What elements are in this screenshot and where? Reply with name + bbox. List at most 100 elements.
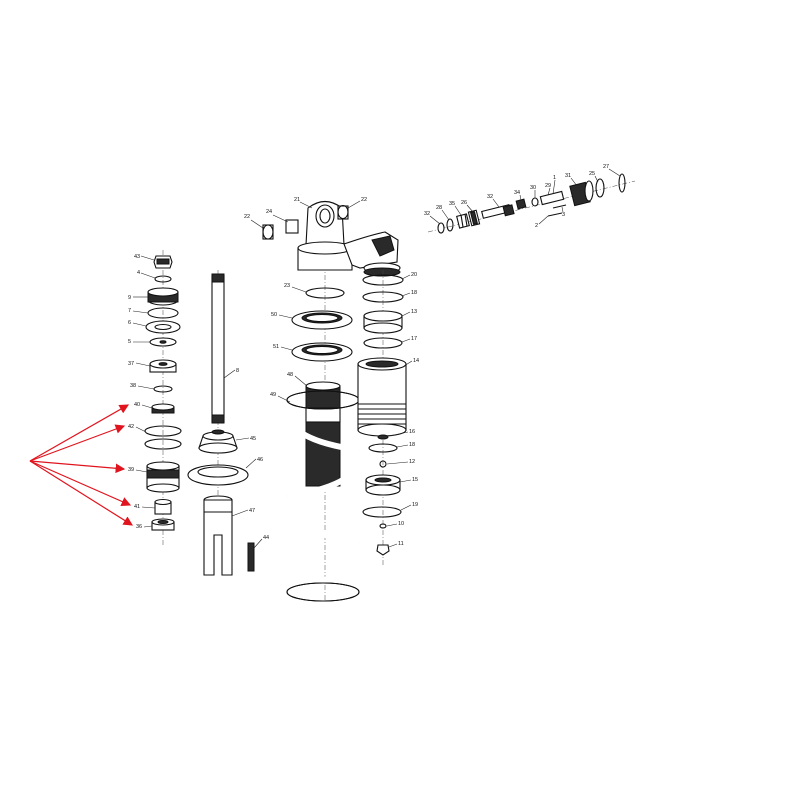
callout-50: 50: [271, 312, 277, 318]
callout-41: 41: [134, 504, 140, 510]
part-45-bumper: [198, 429, 238, 454]
part-51-lock-collar: [291, 342, 353, 362]
part-43-nut: [153, 255, 173, 269]
callout-35: 35: [449, 201, 455, 207]
callout-40: 40: [134, 402, 140, 408]
part-16-plug: [377, 434, 389, 440]
callout-30: 30: [530, 185, 536, 191]
body-spring-assembly: [262, 200, 401, 602]
callout-7: 7: [128, 308, 131, 314]
left-hardware-stack: [144, 250, 182, 545]
callout-42: 42: [128, 424, 134, 430]
part-10-oring: [379, 523, 387, 529]
part-1-body: [539, 190, 565, 206]
part-3-pin: [552, 204, 567, 209]
callout-2: 2: [535, 223, 538, 229]
callout-28: 28: [436, 205, 442, 211]
part-12-ball: [379, 460, 387, 468]
shaft-assembly: [187, 270, 255, 576]
callout-1: 1: [553, 175, 556, 181]
callout-13: 13: [411, 309, 417, 315]
part-13-seal: [363, 310, 403, 334]
highlight-arrows: [29, 404, 134, 526]
callout-17: 17: [411, 336, 417, 342]
part-41-spacer: [154, 498, 172, 515]
callout-14: 14: [413, 358, 419, 364]
part-18-ring: [362, 291, 404, 303]
left-callouts: 43 4 9 7 6 5 37 38 40 42 39 41 36: [128, 254, 156, 530]
callout-5: 5: [128, 339, 131, 345]
part-25-ring: [595, 178, 605, 198]
callout-15: 15: [412, 477, 418, 483]
callout-18: 18: [411, 290, 417, 296]
part-32-ball: [437, 222, 445, 234]
callout-19: 19: [412, 502, 418, 508]
callout-11: 11: [398, 541, 404, 547]
callout-45: 45: [250, 436, 256, 442]
part-34-nut: [515, 198, 527, 210]
callout-3: 3: [562, 212, 565, 218]
callout-18-lower: 18: [409, 442, 415, 448]
part-32-needle: [481, 204, 515, 219]
callout-36: 36: [136, 524, 142, 530]
reservoir-callouts: 20 18 13 17 14 16 18 12 15 19 10 11: [386, 272, 419, 548]
part-21-top-eye: [297, 200, 401, 277]
part-46-bottom-cup: [187, 464, 249, 486]
part-31-knob: [569, 180, 594, 207]
part-48-body: [305, 381, 341, 487]
callout-24: 24: [266, 209, 272, 215]
part-44-bolt: [247, 542, 255, 572]
callout-32: 32: [424, 211, 430, 217]
callout-51: 51: [273, 344, 279, 350]
callout-31: 31: [565, 173, 571, 179]
adjuster-callouts: 32 28 35 26 32 34 30 29 1 31 25 27 2 3: [424, 164, 621, 229]
part-35-spring: [456, 213, 470, 229]
callout-38: 38: [130, 383, 136, 389]
callout-47: 47: [249, 508, 255, 514]
part-28-ring: [446, 218, 454, 232]
part-17-ring: [363, 337, 403, 349]
adjuster-assembly: [427, 173, 636, 234]
part-50-preload-collar: [291, 310, 353, 330]
callout-39: 39: [128, 467, 134, 473]
part-20-ring: [362, 274, 404, 286]
callout-32-needle: 32: [487, 194, 493, 200]
callout-26: 26: [461, 200, 467, 206]
callout-44: 44: [263, 535, 269, 541]
part-42-orings: [144, 425, 182, 450]
callout-48: 48: [287, 372, 293, 378]
part-37-piston: [149, 359, 177, 373]
reservoir-stack: [357, 270, 407, 565]
callout-9: 9: [128, 295, 131, 301]
part-15-piston: [365, 474, 401, 496]
callout-10: 10: [398, 521, 404, 527]
part-23-ring: [305, 287, 345, 299]
part-4-washer: [154, 275, 172, 283]
callout-22-left: 22: [244, 214, 250, 220]
part-11-valve: [376, 544, 390, 556]
part-40-bushing: [151, 403, 175, 414]
shaft-callouts: 8 45 46 47 44: [223, 368, 269, 549]
part-27-clip: [618, 173, 626, 193]
callout-16: 16: [409, 429, 415, 435]
part-18b-ring: [368, 443, 398, 453]
part-22-24-bushings: [262, 204, 349, 240]
part-30-ring: [531, 197, 539, 207]
part-6-washer: [145, 320, 181, 334]
callout-43: 43: [134, 254, 140, 260]
callout-12: 12: [409, 459, 415, 465]
callout-22-right: 22: [361, 197, 367, 203]
part-9-topout: [147, 287, 179, 306]
callout-27: 27: [603, 164, 609, 170]
callout-49: 49: [270, 392, 276, 398]
callout-34: 34: [514, 190, 520, 196]
callout-4: 4: [137, 270, 140, 276]
part-36-bearing: [151, 518, 175, 531]
part-2-pin: [547, 212, 563, 217]
callout-37: 37: [128, 361, 134, 367]
callout-21: 21: [294, 197, 300, 203]
part-14-reservoir: [357, 357, 407, 437]
body-callouts: 22 24 21 22 23 50 51 48 49: [244, 197, 367, 403]
callout-8: 8: [236, 368, 239, 374]
